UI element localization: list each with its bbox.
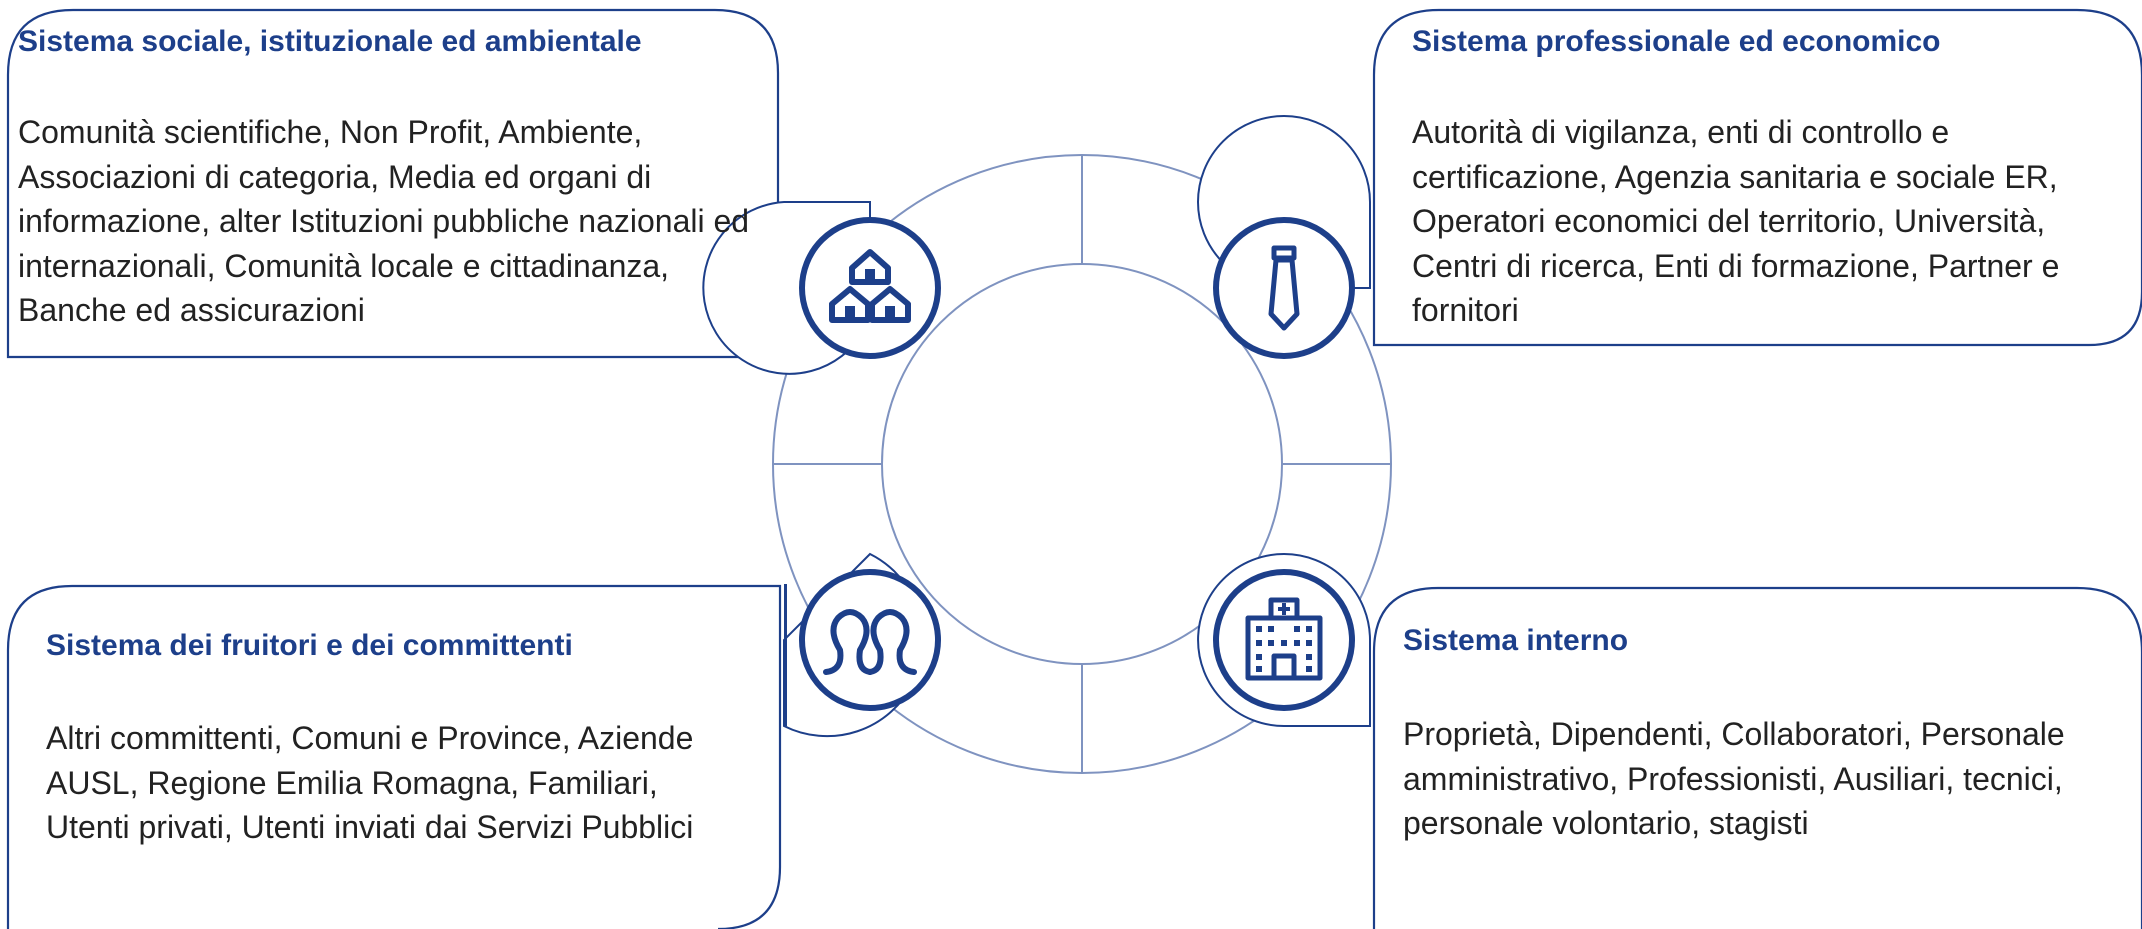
people-icon [823,609,917,675]
ring [772,154,1392,774]
box-top-right-body: Autorità di vigilanza, enti di controllo… [1412,114,2060,328]
tie-icon [1268,245,1300,331]
medallion-top-right [1197,115,1371,359]
box-bottom-right-body: Proprietà, Dipendenti, Collaboratori, Pe… [1403,716,2065,841]
houses-icon [829,249,911,323]
medallion-bottom-left [783,552,941,738]
box-top-left-outline [6,8,780,359]
box-bottom-left-title: Sistema dei fruitori e dei committenti [46,629,573,662]
box-top-right-outline [1372,8,2142,347]
box-bottom-right-outline [1372,586,2142,929]
box-bottom-left-outline [6,584,782,929]
box-bottom-right-title: Sistema interno [1403,624,1629,657]
box-top-left-body: Comunità scientifiche, Non Profit, Ambie… [18,114,750,328]
hospital-icon [1245,597,1323,681]
box-bottom-left-body: Altri committenti, Comuni e Province, Az… [46,720,694,845]
box-top-left-title: Sistema sociale, istituzionale ed ambien… [18,25,642,58]
box-top-right-title: Sistema professionale ed economico [1412,25,1941,58]
